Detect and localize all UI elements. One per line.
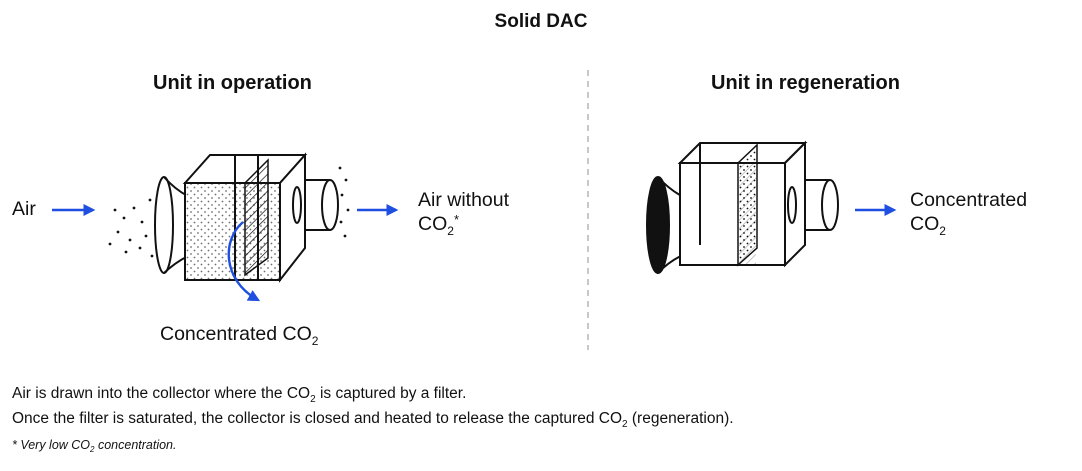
concentrated-co2-label-right: Concentrated CO2 <box>910 189 1028 238</box>
air-label: Air <box>12 198 36 220</box>
caption-line-1: Air is drawn into the collector where th… <box>12 385 467 405</box>
operation-unit <box>154 152 339 283</box>
air-particles-out <box>338 166 350 238</box>
heading-operation: Unit in operation <box>153 72 312 94</box>
concentrated-co2-label-left: Concentrated CO2 <box>160 323 319 348</box>
air-without-co2-label: Air without CO2* <box>418 189 510 238</box>
co2-release-arrow <box>227 221 261 302</box>
diagram-title: Solid DAC <box>494 11 588 32</box>
caption-line-2: Once the filter is saturated, the collec… <box>12 410 734 430</box>
heading-regeneration: Unit in regeneration <box>711 72 900 94</box>
caption-footnote: * Very low CO2 concentration. <box>12 438 177 454</box>
regeneration-unit <box>646 140 839 274</box>
air-particles-in <box>108 198 154 258</box>
